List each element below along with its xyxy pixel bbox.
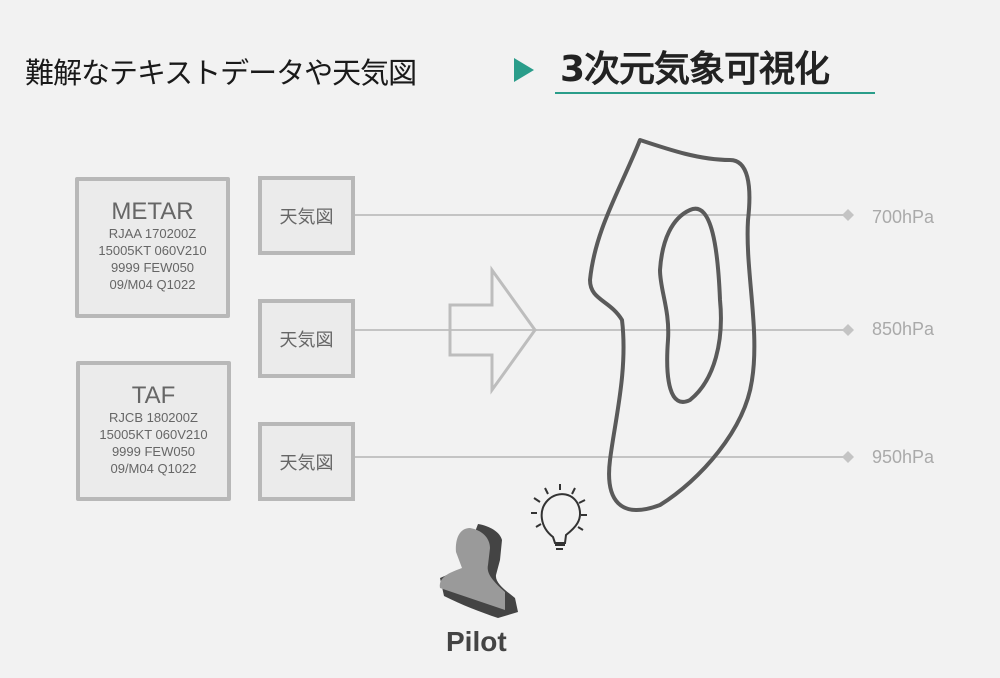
solution-title: 3次元気象可視化 xyxy=(560,49,830,90)
pilot-avatar-icon xyxy=(439,524,518,618)
title-underline xyxy=(555,92,875,94)
lightbulb-icon xyxy=(531,484,587,550)
level-label-700: 700hPa xyxy=(872,207,935,227)
3d-cloud-outline xyxy=(588,138,757,512)
metar-box: METAR RJAA 170200Z 15005KT 060V210 9999 … xyxy=(75,177,230,318)
pressure-lines xyxy=(354,214,846,458)
weather-map-box: 天気図 xyxy=(258,176,355,255)
taf-title: TAF xyxy=(131,382,176,409)
metar-line: 15005KT 060V210 xyxy=(98,243,207,258)
metar-title: METAR xyxy=(111,198,194,225)
diamond-marker xyxy=(842,451,854,463)
weather-map-box: 天気図 xyxy=(258,299,355,378)
level-label-950: 950hPa xyxy=(872,447,935,467)
weather-map-box: 天気図 xyxy=(258,422,355,501)
arrow-right-icon xyxy=(514,58,534,82)
taf-line: 09/M04 Q1022 xyxy=(110,461,197,476)
metar-line: RJAA 170200Z xyxy=(108,226,197,241)
taf-line: 15005KT 060V210 xyxy=(99,427,208,442)
level-label-850: 850hPa xyxy=(872,319,935,339)
pilot-label: Pilot xyxy=(446,626,507,657)
taf-line: 9999 FEW050 xyxy=(111,444,196,459)
metar-line: 9999 FEW050 xyxy=(110,260,195,275)
metar-line: 09/M04 Q1022 xyxy=(109,277,196,292)
diamond-marker xyxy=(842,209,854,221)
conversion-arrow-icon xyxy=(448,265,537,395)
problem-title: 難解なテキストデータや天気図 xyxy=(25,56,417,90)
3d-cloud-inner xyxy=(657,206,723,404)
taf-box: TAF RJCB 180200Z 15005KT 060V210 9999 FE… xyxy=(76,361,231,501)
diamond-marker xyxy=(842,324,854,336)
taf-line: RJCB 180200Z xyxy=(109,410,198,425)
